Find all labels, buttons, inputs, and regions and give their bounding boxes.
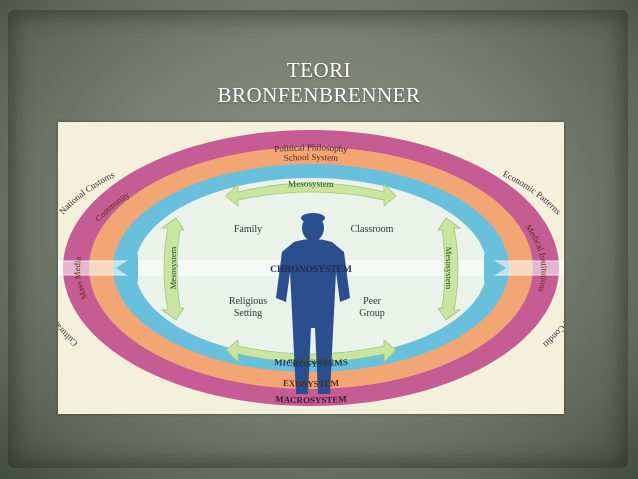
child-silhouette-icon bbox=[276, 213, 350, 394]
label-religious-setting-2: Setting bbox=[234, 308, 262, 319]
chronosystem-arrow-right bbox=[484, 254, 506, 282]
mesosystem-arrow-top bbox=[225, 182, 397, 207]
label-peer-group-2: Group bbox=[359, 308, 385, 319]
label-chronosystem: CHRONOSYSTEM bbox=[270, 265, 352, 275]
label-mesosystem-right: Mesosystem bbox=[444, 247, 454, 290]
slide-title: TEORI BRONFENBRENNER bbox=[0, 58, 638, 108]
label-classroom: Classroom bbox=[351, 224, 394, 235]
mesosystem-arrow-left bbox=[160, 217, 185, 321]
svg-text:Mesosystem: Mesosystem bbox=[288, 178, 334, 189]
label-political-philosophy: Political Philosophy bbox=[274, 142, 349, 154]
label-religious-setting-1: Religious bbox=[229, 296, 267, 307]
svg-text:Political Philosophy: Political Philosophy bbox=[274, 142, 349, 154]
svg-text:Mesosystem: Mesosystem bbox=[288, 357, 334, 368]
label-microsystems: MICROSYSTEMS bbox=[274, 357, 349, 369]
svg-text:MICROSYSTEMS: MICROSYSTEMS bbox=[274, 357, 349, 369]
svg-text:MACROSYSTEM: MACROSYSTEM bbox=[275, 394, 348, 406]
title-line-1: TEORI bbox=[286, 58, 352, 82]
label-mesosystem-top: Mesosystem bbox=[288, 178, 334, 189]
chronosystem-arrow-left bbox=[116, 254, 138, 282]
svg-text:School System: School System bbox=[284, 152, 339, 163]
label-macrosystem: MACROSYSTEM bbox=[275, 394, 348, 406]
label-family: Family bbox=[234, 224, 262, 235]
mesosystem-arrow-right bbox=[437, 217, 462, 321]
label-school-system: School System bbox=[284, 152, 339, 163]
diagram-svg: Political Philosophy National Customs Ec… bbox=[58, 122, 564, 406]
bronfenbrenner-diagram: Political Philosophy National Customs Ec… bbox=[58, 122, 564, 414]
svg-text:EXOSYSTEM: EXOSYSTEM bbox=[283, 378, 340, 389]
label-exosystem: EXOSYSTEM bbox=[283, 378, 340, 389]
title-line-2: BRONFENBRENNER bbox=[217, 83, 421, 107]
label-mesosystem-bottom: Mesosystem bbox=[288, 357, 334, 368]
label-mesosystem-left: Mesosystem bbox=[168, 246, 178, 289]
label-peer-group-1: Peer bbox=[363, 296, 381, 307]
